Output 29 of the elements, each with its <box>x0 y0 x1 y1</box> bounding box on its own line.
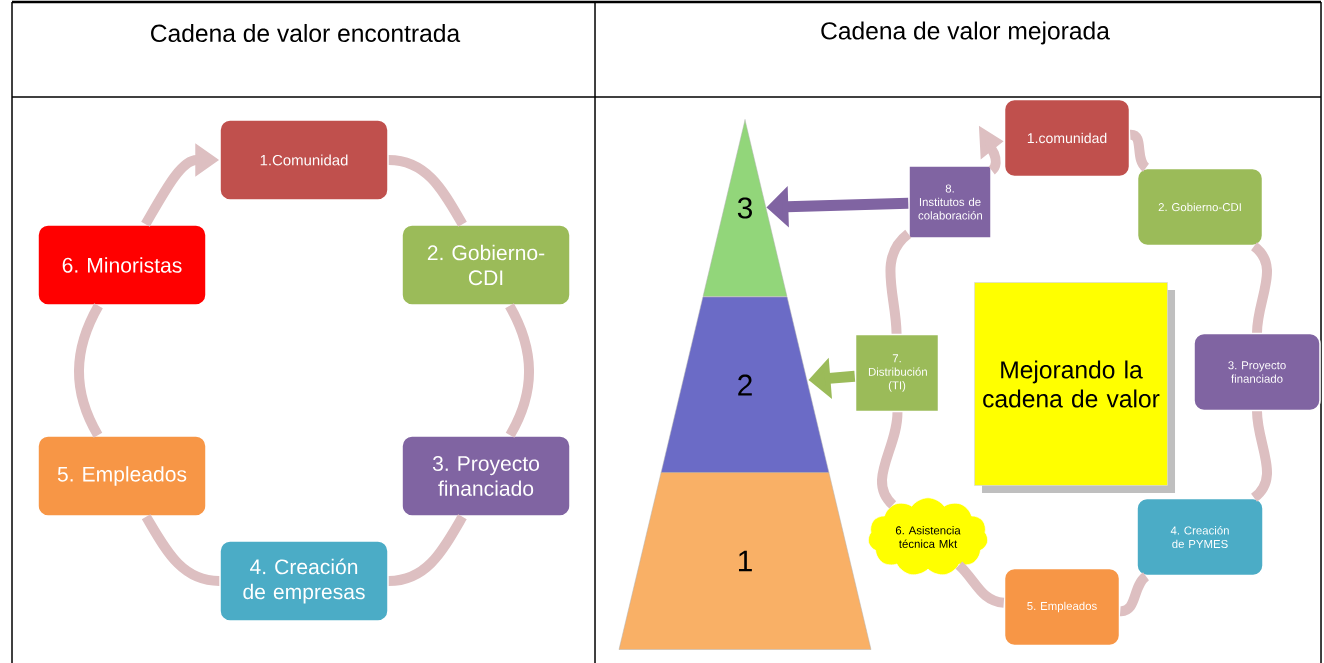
cycle-segment <box>141 514 220 586</box>
step-box: 4. Creación de PYMES <box>1136 497 1264 577</box>
pyramid-layer: 3 <box>702 119 788 297</box>
step-box: 4. Creación de empresas <box>219 540 389 622</box>
step-box: 1.Comunidad <box>219 119 389 201</box>
step-box: 2. Gobierno-CDI <box>401 224 571 306</box>
cycle-segment <box>505 303 535 438</box>
pyramid-layer: 2 <box>660 296 830 474</box>
column-heading: Cadena de valor encontrada <box>151 23 461 43</box>
cycle-segment <box>388 514 467 586</box>
cycle-segment <box>74 303 103 438</box>
step-box: 2. Gobierno-CDI <box>1136 167 1264 247</box>
step-box: 6. Minoristas <box>37 224 207 306</box>
cycle-segment <box>955 561 1005 608</box>
step-cloud: 6. Asistencia técnica Mkt <box>868 497 988 576</box>
cycle-segment <box>1119 572 1150 617</box>
cycle-segment <box>388 155 467 227</box>
step-box: 8. Institutos de colaboración <box>908 165 992 239</box>
step-box: 7. Distribución (TI) <box>854 333 940 413</box>
pyramid-layer: 1 <box>618 472 872 650</box>
step-box: 5. Empleados <box>37 435 207 517</box>
step-box: 3. Proyecto financiado <box>1193 332 1321 412</box>
step-box: 5. Empleados <box>1003 567 1121 647</box>
cycle-segment <box>1129 129 1150 172</box>
step-box: 1.comunidad <box>1003 98 1131 178</box>
note-box: Mejorando la cadena de valor <box>974 282 1175 493</box>
column-heading: Cadena de valor mejorada <box>821 21 1110 45</box>
step-box: 3. Proyecto financiado <box>401 435 571 517</box>
cycle-segment <box>885 229 912 334</box>
